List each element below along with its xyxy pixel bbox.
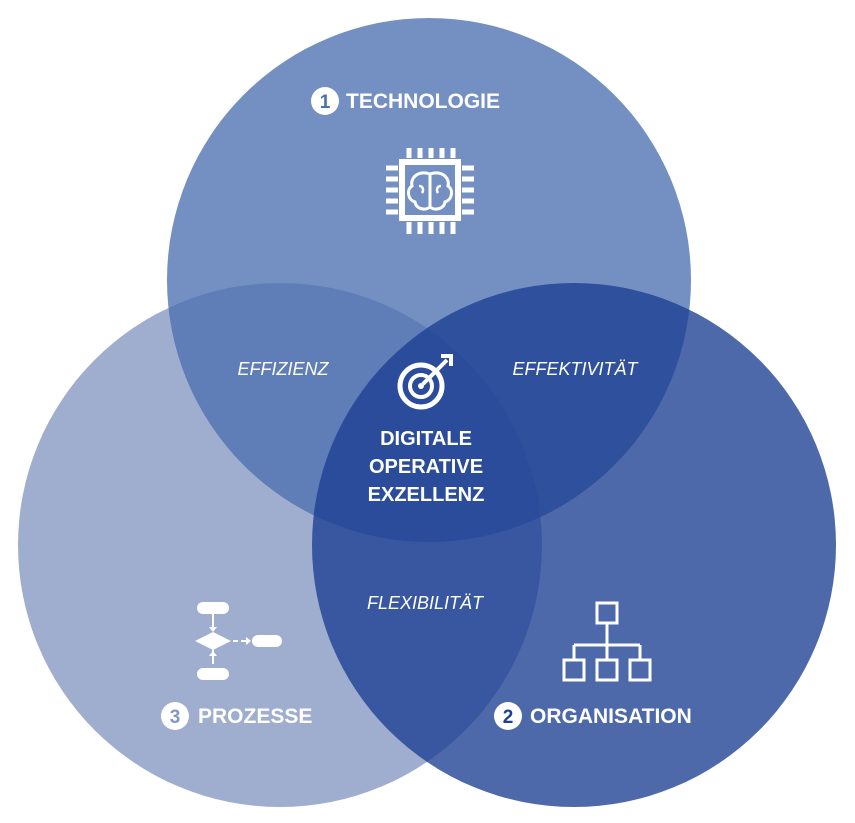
technology-number: 1 xyxy=(320,92,331,113)
center-line-2: OPERATIVE xyxy=(369,456,483,478)
flexibility-label: FLEXIBILITÄT xyxy=(367,593,485,613)
processes-number-badge xyxy=(161,702,189,730)
ai-chip-icon xyxy=(386,148,474,234)
organisation-label: ORGANISATION xyxy=(530,705,692,728)
technology-label: TECHNOLOGIE xyxy=(346,90,500,113)
organisation-number: 2 xyxy=(503,707,514,728)
organisation-number-badge xyxy=(494,702,522,730)
organisation-circle xyxy=(312,283,836,807)
efficiency-label: EFFIZIENZ xyxy=(238,359,330,379)
center-line-3: EXZELLENZ xyxy=(368,484,485,506)
flowchart-icon xyxy=(195,602,282,680)
effectiveness-label: EFFEKTIVITÄT xyxy=(512,359,639,379)
org-chart-icon xyxy=(562,601,652,682)
target-icon xyxy=(397,354,453,410)
technology-number-badge xyxy=(311,87,339,115)
processes-label: PROZESSE xyxy=(198,705,312,728)
processes-number: 3 xyxy=(170,707,181,728)
center-line-1: DIGITALE xyxy=(380,428,472,450)
